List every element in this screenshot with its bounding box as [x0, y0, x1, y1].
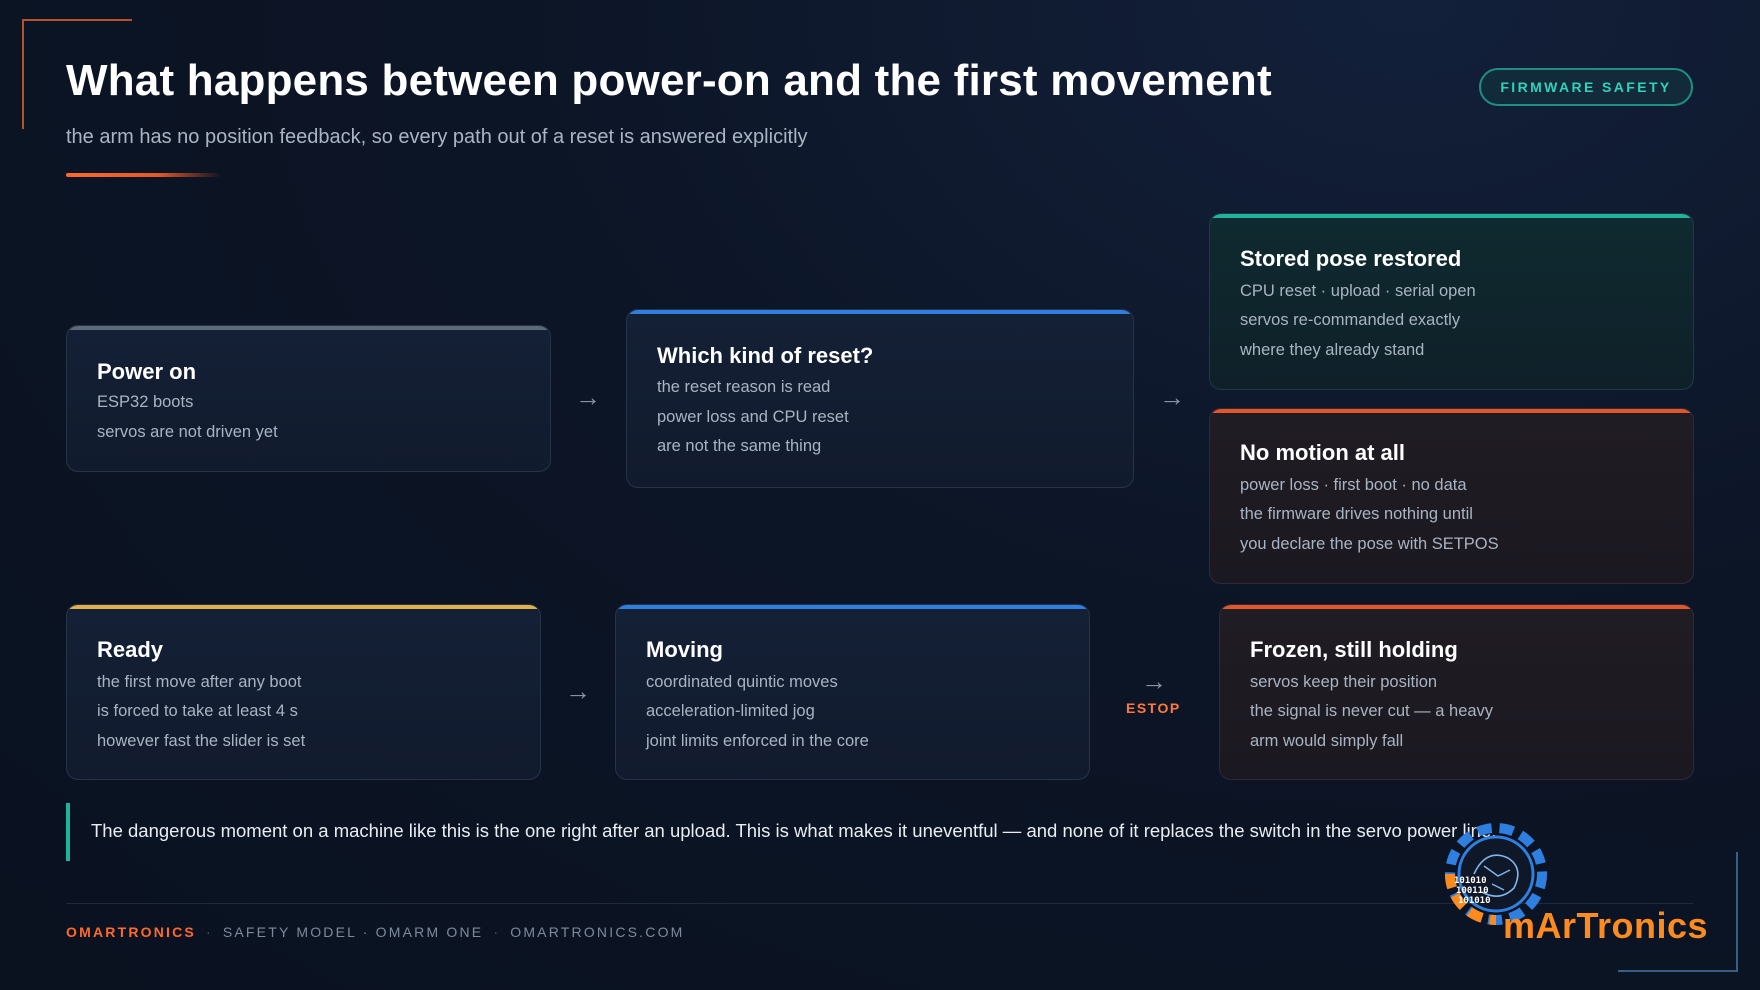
node-topbar	[67, 605, 540, 609]
node-topbar	[627, 310, 1133, 314]
gear-icon	[1445, 823, 1547, 925]
footer-divider	[66, 903, 1693, 904]
node-line: the firmware drives nothing until	[1240, 505, 1473, 523]
logo-binary-line: 101010	[1458, 896, 1491, 906]
node-frozen: Frozen, still holding servos keep their …	[1219, 604, 1694, 780]
page-title: What happens between power-on and the fi…	[66, 56, 1272, 105]
corner-accent-top-left	[22, 19, 132, 21]
footer-item: SAFETY MODEL · OMARM ONE	[222, 924, 484, 940]
node-reset-kind: Which kind of reset? the reset reason is…	[626, 309, 1134, 488]
node-topbar	[1220, 605, 1693, 609]
node-title: Which kind of reset?	[657, 343, 874, 368]
node-line: the reset reason is read	[657, 378, 831, 396]
node-pose-restored: Stored pose restored CPU reset · upload …	[1209, 213, 1694, 390]
node-line: CPU reset · upload · serial open	[1240, 282, 1476, 300]
node-title: Stored pose restored	[1240, 246, 1462, 271]
node-topbar	[67, 326, 550, 330]
node-topbar	[1210, 214, 1693, 218]
node-power-on: Power on ESP32 boots servos are not driv…	[66, 325, 551, 472]
node-title: Ready	[97, 637, 164, 662]
node-topbar	[616, 605, 1089, 609]
node-ready: Ready the first move after any boot is f…	[66, 604, 541, 780]
logo-binary-line: 101010	[1454, 876, 1487, 886]
arrow-right-icon: →	[1159, 382, 1185, 412]
node-line: the signal is never cut — a heavy	[1250, 702, 1494, 720]
node-line: ESP32 boots	[97, 393, 194, 411]
corner-accent-bottom-right	[1618, 970, 1738, 972]
corner-accent-top-left-vertical	[22, 19, 24, 129]
node-moving: Moving coordinated quintic moves acceler…	[615, 604, 1090, 780]
footer-separator: ·	[205, 924, 213, 940]
node-no-motion: No motion at all power loss · first boot…	[1209, 408, 1694, 584]
callout-text: The dangerous moment on a machine like t…	[91, 820, 1497, 841]
node-title: Power on	[97, 359, 197, 384]
arrow-right-icon: →	[565, 676, 591, 706]
logo-wordmark: mArTronics	[1503, 905, 1709, 946]
node-line: is forced to take at least 4 s	[97, 702, 298, 720]
node-line: arm would simply fall	[1250, 732, 1404, 750]
corner-accent-bottom-right-vertical	[1736, 852, 1738, 972]
node-topbar	[1210, 409, 1693, 413]
node-line: are not the same thing	[657, 437, 822, 455]
footer-separator: ·	[493, 924, 501, 940]
footer-brand: OMARTRONICS	[66, 924, 196, 940]
title-underline	[66, 173, 221, 177]
estop-label: ESTOP	[1126, 700, 1181, 716]
callout-accent-bar	[66, 803, 70, 861]
node-line: coordinated quintic moves	[646, 673, 838, 691]
arrow-right-icon: →	[575, 382, 601, 412]
arrow-right-icon: →	[1141, 666, 1167, 696]
node-title: No motion at all	[1240, 440, 1405, 465]
node-line: joint limits enforced in the core	[646, 732, 869, 750]
node-line: servos re-commanded exactly	[1240, 311, 1461, 329]
logo-binary-line: 100110	[1456, 886, 1489, 896]
node-line: where they already stand	[1240, 341, 1425, 359]
node-line: however fast the slider is set	[97, 732, 306, 750]
node-line: power loss · first boot · no data	[1240, 476, 1467, 494]
node-line: servos keep their position	[1250, 673, 1438, 691]
node-line: the first move after any boot	[97, 673, 302, 691]
node-line: you declare the pose with SETPOS	[1240, 535, 1499, 553]
node-line: servos are not driven yet	[97, 423, 278, 441]
node-line: acceleration-limited jog	[646, 702, 815, 720]
footer: OMARTRONICS · SAFETY MODEL · OMARM ONE · OMA…	[66, 924, 685, 940]
node-line: power loss and CPU reset	[657, 408, 849, 426]
omartronics-logo: 101010 100110 101010	[1445, 823, 1547, 925]
node-title: Moving	[646, 637, 723, 662]
footer-item: OMARTRONICS.COM	[510, 924, 685, 940]
node-title: Frozen, still holding	[1250, 637, 1458, 662]
firmware-safety-badge: FIRMWARE SAFETY	[1479, 68, 1693, 106]
page-subtitle: the arm has no position feedback, so eve…	[66, 126, 808, 148]
